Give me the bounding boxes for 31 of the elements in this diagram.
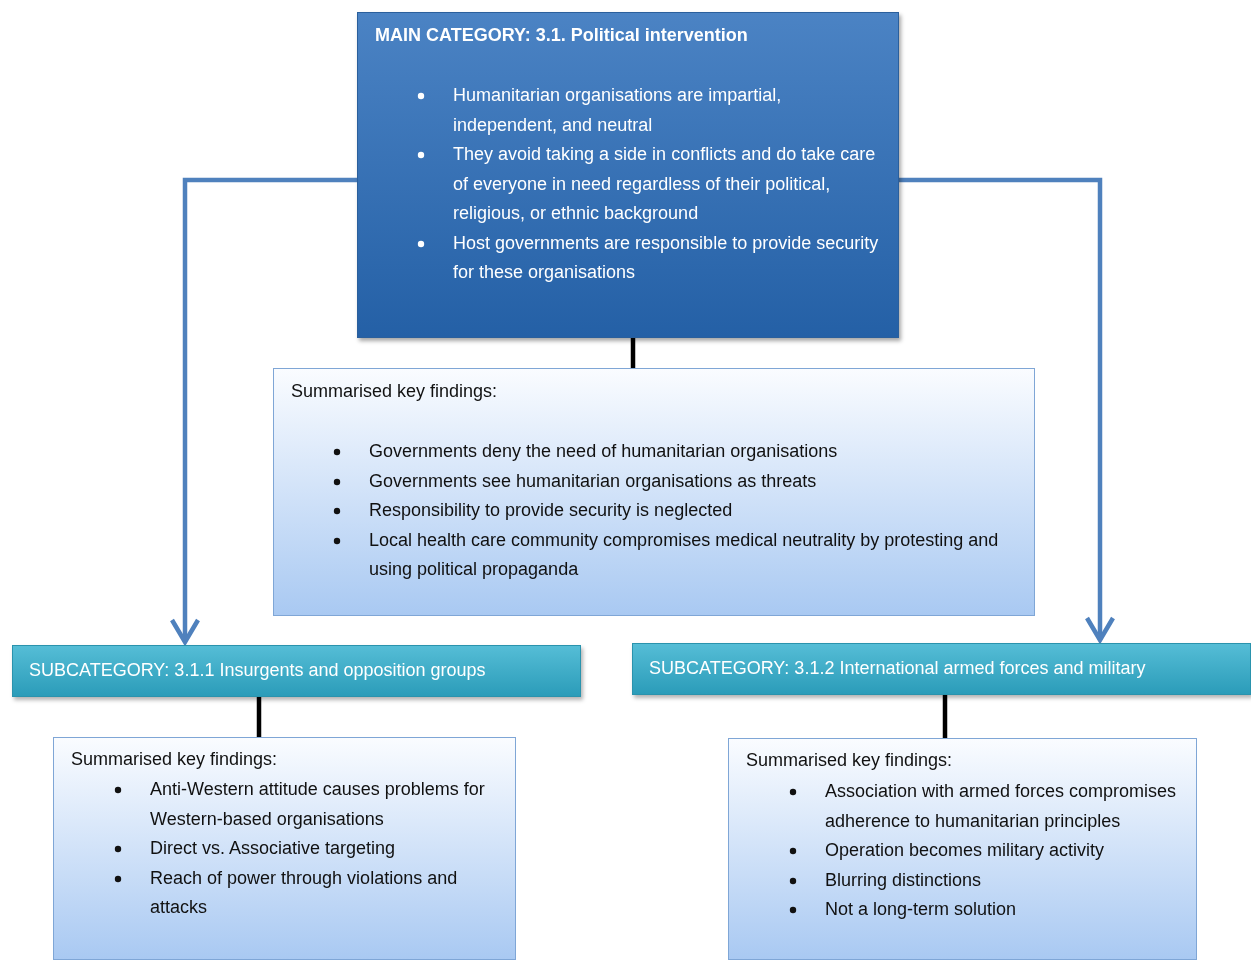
bullet-text: Reach of power through violations and attacks [150,866,459,919]
connector-line [630,338,636,368]
findings-box [728,738,1197,960]
subcategory-title: SUBCATEGORY: 3.1.1 Insurgents and opposition groups [28,659,486,683]
bullet-text: Humanitarian organisations are impartial, independent, and neutral [453,84,783,137]
bullet-text: Association with armed forces compromises adherence to humanitarian principles [825,780,1178,833]
bullet-text: Governments deny the need of humanitarian organisations [369,440,839,463]
findings-box [273,368,1035,616]
bullet-text: Anti-Western attitude causes problems for Western-based organisations [150,778,486,831]
bullet-text: Governments see humanitarian organisations as threats [369,469,818,493]
bullet-text: Blurring distinctions [825,868,983,892]
bullet-text: They avoid taking a side in conflicts and do take care of everyone in need regardless of their political, religious, or ethnic background [453,143,877,225]
box-heading: Summarised key findings: [71,748,278,771]
subcategory-box [632,643,1251,695]
category-box [357,12,899,338]
box-heading: Summarised key findings: [291,380,498,403]
subcategory-title: SUBCATEGORY: 3.1.2 International armed forces and military [648,657,1146,681]
connector-line [256,697,262,737]
bullet-text: Operation becomes military activity [825,839,1106,862]
box-heading: Summarised key findings: [746,749,953,772]
findings-box [53,737,516,960]
arrow [169,177,357,645]
bullet-text: Not a long-term solution [825,898,1018,921]
box-heading: MAIN CATEGORY: 3.1. Political intervention [375,24,748,47]
bullet-text: Local health care community compromises medical neutrality by protesting and using political propaganda [369,528,1000,581]
arrow [899,177,1116,643]
bullet-text: Direct vs. Associative targeting [150,837,397,860]
connector-line [942,695,948,738]
bullet-text: Host governments are responsible to provide security for these organisations [453,231,880,284]
subcategory-box [12,645,581,697]
bullet-text: Responsibility to provide security is neglected [369,499,734,522]
